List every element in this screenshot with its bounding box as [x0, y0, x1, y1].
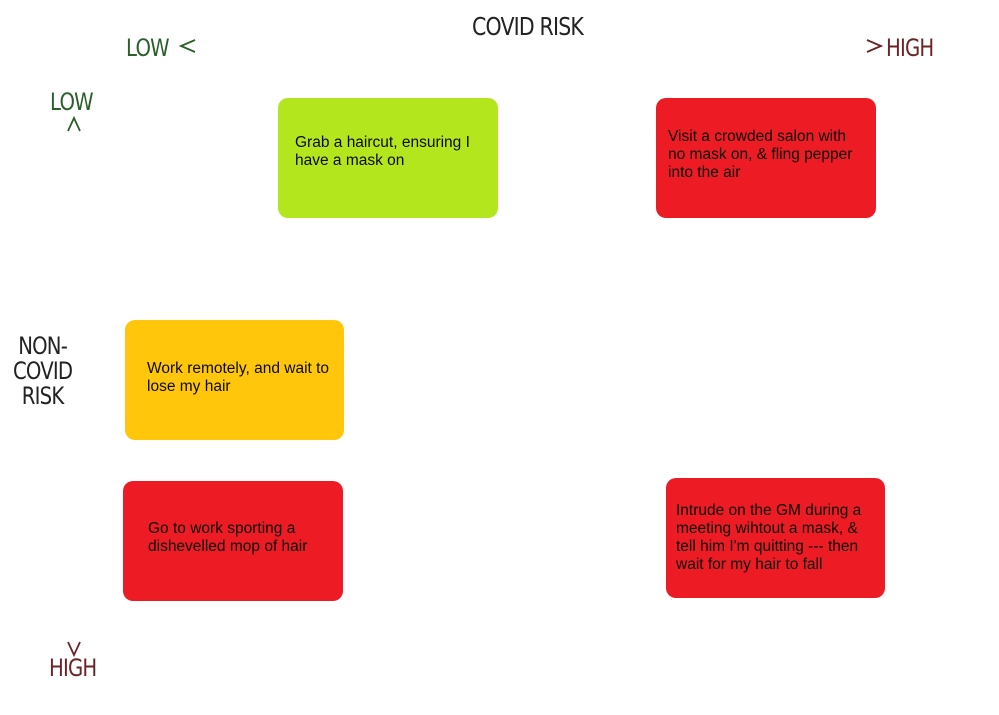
- x-axis-title: COVID RISK: [472, 12, 584, 41]
- x-axis-right-arrowhead: [866, 39, 884, 53]
- card-intrude-on-gm: Intrude on the GM during a meeting wihto…: [666, 478, 885, 598]
- card-crowded-salon-no-mask: Visit a crowded salon with no mask on, &…: [656, 98, 876, 218]
- card-haircut-with-mask: Grab a haircut, ensuring I have a mask o…: [278, 98, 498, 218]
- y-axis-arrow: [67, 115, 81, 658]
- card-dishevelled-hair: Go to work sporting a dishevelled mop of…: [123, 481, 343, 601]
- x-axis-high-label: HIGH: [886, 34, 934, 62]
- y-axis-title: NON- COVID RISK: [13, 332, 73, 411]
- x-axis-arrow: [178, 39, 884, 53]
- y-axis-high-label: HIGH: [49, 654, 97, 682]
- card-text: Go to work sporting a dishevelled mop of…: [148, 520, 308, 555]
- card-text: Visit a crowded salon with no mask on, &…: [668, 128, 853, 181]
- y-axis-low-label: LOW: [50, 88, 94, 116]
- x-axis-low-label: LOW: [126, 34, 170, 62]
- y-axis-top-arrowhead: [67, 115, 81, 132]
- x-axis-left-arrowhead: [178, 39, 196, 53]
- card-text: Grab a haircut, ensuring I have a mask o…: [295, 134, 470, 169]
- card-work-remotely: Work remotely, and wait to lose my hair: [125, 320, 344, 440]
- card-text: Intrude on the GM during a meeting wihto…: [676, 502, 862, 573]
- y-axis-bottom-arrowhead: [67, 641, 81, 658]
- card-text: Work remotely, and wait to lose my hair: [147, 360, 330, 395]
